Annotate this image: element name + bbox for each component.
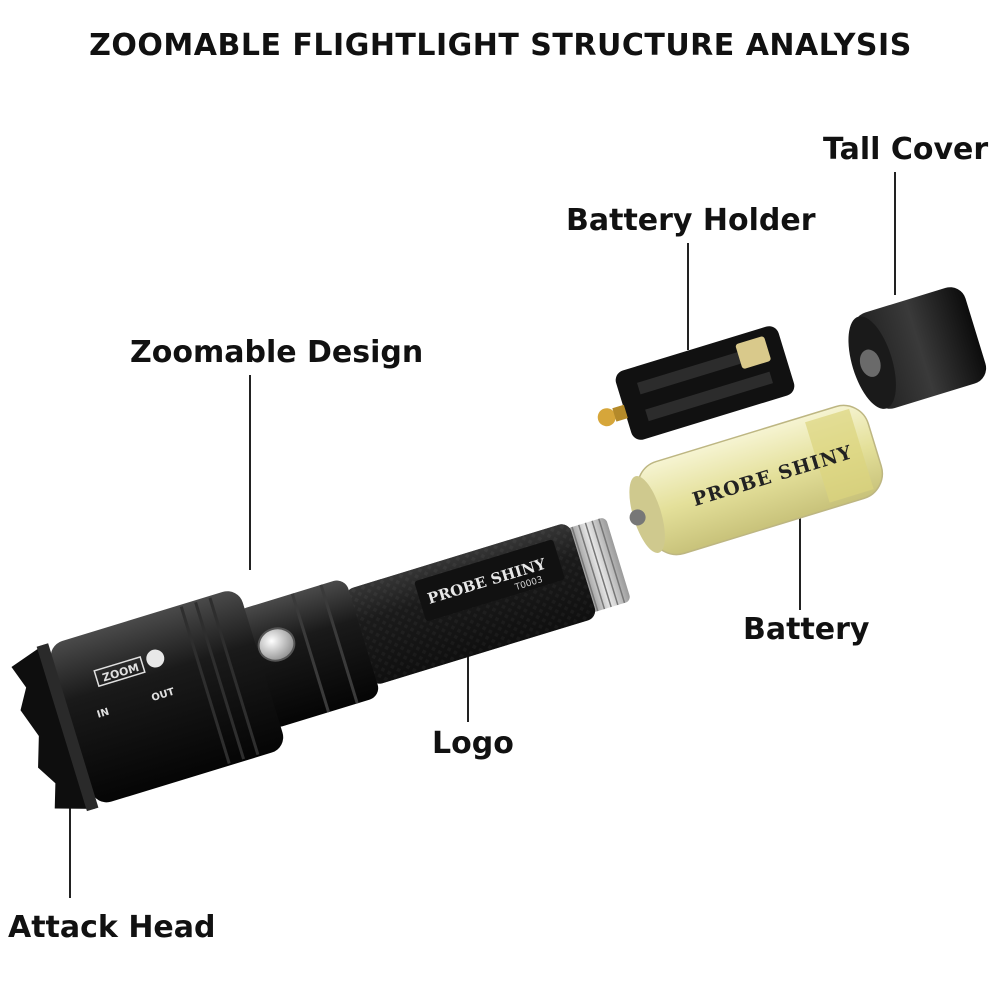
label-logo: Logo xyxy=(432,726,514,761)
tail-cap-part xyxy=(848,287,987,409)
label-zoomable-design: Zoomable Design xyxy=(130,335,424,370)
switch-collar xyxy=(237,580,379,727)
battery-holder-part xyxy=(597,326,795,440)
label-attack-head: Attack Head xyxy=(8,910,216,945)
diagram-title: ZOOMABLE FLIGHTLIGHT STRUCTURE ANALYSIS xyxy=(89,28,912,63)
logo-plate xyxy=(414,539,565,621)
flashlight-main: PROBE SHINY T0003 ZOOM IN OUT xyxy=(11,518,630,812)
switch-button xyxy=(257,627,296,662)
label-battery: Battery xyxy=(743,612,870,647)
label-battery-holder: Battery Holder xyxy=(566,203,816,238)
in-text: IN xyxy=(96,707,111,721)
battery-part: PROBE SHINY xyxy=(629,404,884,556)
label-tall-cover: Tall Cover xyxy=(823,132,989,167)
